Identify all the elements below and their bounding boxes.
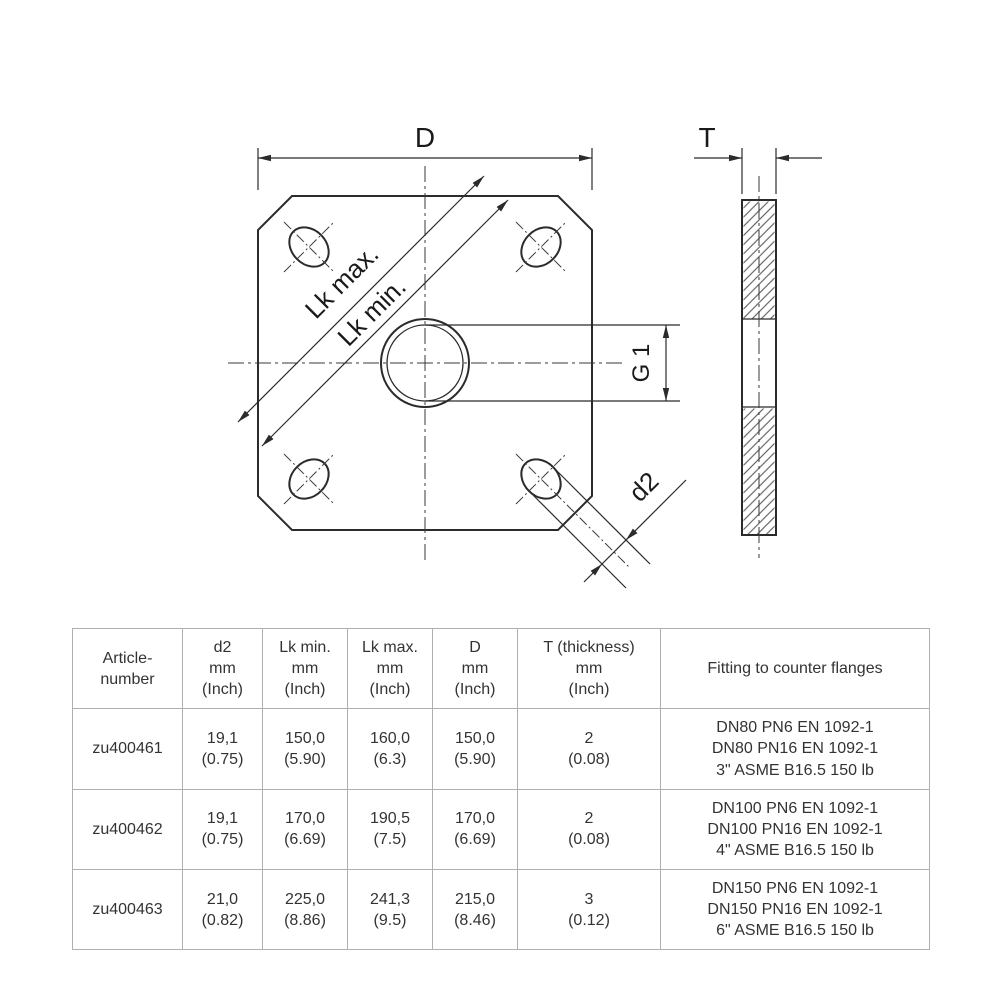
cell-lk-min: 150,0 (5.90) <box>262 708 348 790</box>
dim-label-t: T <box>698 122 715 153</box>
dimension-t: T <box>694 122 822 194</box>
cell-t: 2 (0.08) <box>517 708 661 790</box>
center-lines <box>228 166 622 560</box>
cell-d2: 19,1 (0.75) <box>182 708 263 790</box>
col-header-lk-min: Lk min. mm (Inch) <box>262 627 348 710</box>
table-row: zu400461 19,1 (0.75) 150,0 (5.90) 160,0 … <box>72 708 930 790</box>
front-view <box>228 166 630 568</box>
table-row: zu400463 21,0 (0.82) 225,0 (8.86) 241,3 … <box>72 868 930 951</box>
cell-d2: 19,1 (0.75) <box>182 788 263 870</box>
technical-drawing: D Lk max. Lk min. G 1 <box>228 122 822 589</box>
cell-d: 150,0 (5.90) <box>432 708 518 790</box>
cell-lk-max: 190,5 (7.5) <box>347 788 433 870</box>
col-header-lk-max: Lk max. mm (Inch) <box>347 627 433 710</box>
cell-t: 3 (0.12) <box>517 868 661 951</box>
bolt-hole-top-right <box>515 221 567 273</box>
cell-article: zu400462 <box>72 788 183 870</box>
spec-table: Article- number d2 mm (Inch) Lk min. mm … <box>72 627 930 951</box>
col-header-d2: d2 mm (Inch) <box>182 627 263 710</box>
cell-fitting: DN150 PN6 EN 1092-1 DN150 PN16 EN 1092-1… <box>660 868 930 951</box>
dim-label-g1: G 1 <box>628 344 655 383</box>
cell-d: 215,0 (8.46) <box>432 868 518 951</box>
cell-d: 170,0 (6.69) <box>432 788 518 870</box>
cell-lk-max: 241,3 (9.5) <box>347 868 433 951</box>
dim-label-d: D <box>415 122 435 153</box>
col-header-article: Article- number <box>72 627 183 710</box>
cell-article: zu400461 <box>72 708 183 790</box>
header-row: Article- number d2 mm (Inch) Lk min. mm … <box>72 627 930 710</box>
col-header-t: T (thickness) mm (Inch) <box>517 627 661 710</box>
cell-t: 2 (0.08) <box>517 788 661 870</box>
cell-d2: 21,0 (0.82) <box>182 868 263 951</box>
col-header-fitting: Fitting to counter flanges <box>660 627 930 710</box>
cell-lk-min: 225,0 (8.86) <box>262 868 348 951</box>
dimension-d: D <box>257 122 593 190</box>
cell-article: zu400463 <box>72 868 183 951</box>
cell-lk-min: 170,0 (6.69) <box>262 788 348 870</box>
dim-label-d2: d2 <box>623 466 665 508</box>
side-view <box>741 176 777 558</box>
table-row: zu400462 19,1 (0.75) 170,0 (6.69) 190,5 … <box>72 788 930 870</box>
bolt-hole-top-left <box>283 221 335 273</box>
cell-fitting: DN100 PN6 EN 1092-1 DN100 PN16 EN 1092-1… <box>660 788 930 870</box>
col-header-d: D mm (Inch) <box>432 627 518 710</box>
bolt-hole-bottom-left <box>283 453 335 505</box>
dimension-table: Article- number d2 mm (Inch) Lk min. mm … <box>72 627 930 951</box>
cell-lk-max: 160,0 (6.3) <box>347 708 433 790</box>
cell-fitting: DN80 PN6 EN 1092-1 DN80 PN16 EN 1092-1 3… <box>660 708 930 790</box>
dimension-g1: G 1 <box>425 324 680 402</box>
